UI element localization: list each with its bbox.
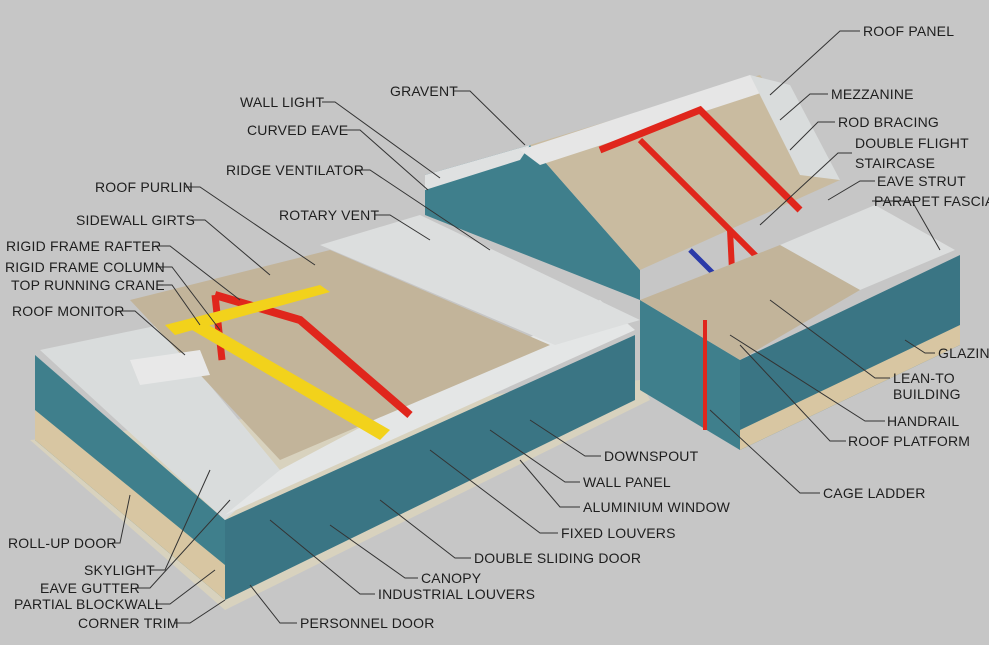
label-sidewall-girts: SIDEWALL GIRTS xyxy=(76,212,195,228)
label-glazing: GLAZING xyxy=(938,345,989,361)
roof-panel-right xyxy=(320,215,640,345)
label-corner-trim: CORNER TRIM xyxy=(78,615,179,631)
lean-to-blockwall xyxy=(740,325,960,450)
label-partial-blockwall: PARTIAL BLOCKWALL xyxy=(14,596,163,612)
label-eave-gutter: EAVE GUTTER xyxy=(40,580,140,596)
label-skylight: SKYLIGHT xyxy=(84,562,155,578)
tall-roof-eave xyxy=(425,145,530,190)
label-rod-bracing: ROD BRACING xyxy=(838,114,939,130)
label-lean-to: LEAN-TO xyxy=(893,370,955,386)
label-rigid-frame-rafter: RIGID FRAME RAFTER xyxy=(6,238,162,254)
label-rigid-frame-column: RIGID FRAME COLUMN xyxy=(5,259,165,275)
lean-to-side xyxy=(740,255,960,450)
label-downspout: DOWNSPOUT xyxy=(604,448,699,464)
roof-eave xyxy=(225,300,635,515)
partial-blockwall xyxy=(35,410,225,600)
label-handrail: HANDRAIL xyxy=(887,413,960,429)
roof-panel-top xyxy=(750,75,840,180)
top-running-crane xyxy=(192,320,390,440)
label-gravent: GRAVENT xyxy=(390,83,459,99)
label-cage-ladder: CAGE LADDER xyxy=(823,485,926,501)
rigid-frame-rafter xyxy=(213,291,413,419)
tall-building-wall xyxy=(425,145,640,300)
leader-lines xyxy=(112,30,941,624)
lean-to-front xyxy=(640,300,740,450)
label-wall-light: WALL LIGHT xyxy=(240,94,325,110)
roof-monitor xyxy=(130,350,210,385)
label-rotary-vent: ROTARY VENT xyxy=(279,207,380,223)
lean-to-roof xyxy=(780,205,955,290)
label-roll-up-door: ROLL-UP DOOR xyxy=(8,535,117,551)
label-aluminium-window: ALUMINIUM WINDOW xyxy=(583,499,731,515)
label-double-sliding-door: DOUBLE SLIDING DOOR xyxy=(474,550,642,566)
label-parapet-fascia: PARAPET FASCIA xyxy=(874,193,989,209)
label-top-running-crane: TOP RUNNING CRANE xyxy=(11,277,165,293)
roof-panel-left xyxy=(40,325,280,520)
side-wall xyxy=(225,335,635,600)
label-wall-panel: WALL PANEL xyxy=(583,474,671,490)
label-industrial-louvers: INDUSTRIAL LOUVERS xyxy=(378,586,536,602)
label-mezzanine: MEZZANINE xyxy=(831,86,914,102)
label-fixed-louvers: FIXED LOUVERS xyxy=(561,525,676,541)
label-roof-monitor: ROOF MONITOR xyxy=(12,303,125,319)
gravent xyxy=(520,75,770,165)
label-roof-purlin: ROOF PURLIN xyxy=(95,179,193,195)
label-double-flight: DOUBLE FLIGHT xyxy=(855,135,969,151)
label-personnel-door: PERSONNEL DOOR xyxy=(300,615,435,631)
lean-to-floor xyxy=(640,245,860,360)
label-ridge-ventilator: RIDGE VENTILATOR xyxy=(226,162,365,178)
label-roof-platform: ROOF PLATFORM xyxy=(848,433,971,449)
tall-frame xyxy=(598,105,803,213)
crane-beam xyxy=(165,285,330,335)
label-canopy: CANOPY xyxy=(421,570,482,586)
label-curved-eave: CURVED EAVE xyxy=(247,122,349,138)
label-eave-strut: EAVE STRUT xyxy=(877,173,966,189)
label-staircase: STAIRCASE xyxy=(855,155,936,171)
label-roof-panel: ROOF PANEL xyxy=(863,23,955,39)
label-building: BUILDING xyxy=(893,386,961,402)
